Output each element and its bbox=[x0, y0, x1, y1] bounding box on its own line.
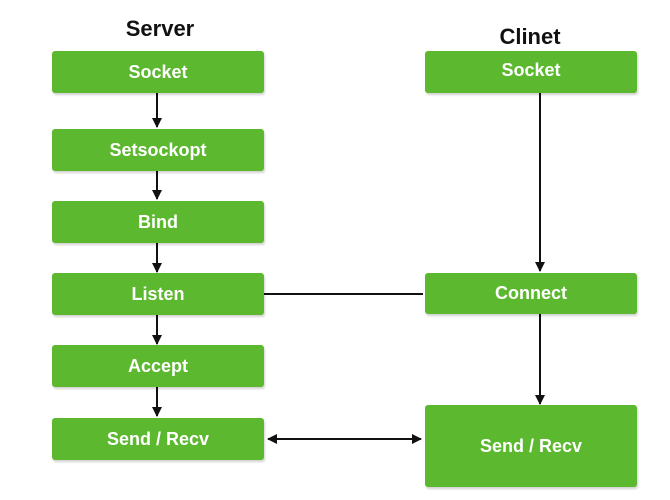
server-setsockopt-box: Setsockopt bbox=[52, 129, 264, 171]
server-heading: Server bbox=[125, 16, 195, 41]
server-accept-box: Accept bbox=[52, 345, 264, 387]
client-connect-box: Connect bbox=[425, 273, 637, 314]
client-socket-box: Socket bbox=[425, 51, 637, 93]
server-socket-box: Socket bbox=[52, 51, 264, 93]
client-heading: Clinet bbox=[499, 24, 561, 49]
server-listen-box: Listen bbox=[52, 273, 264, 315]
server-bind-box: Bind bbox=[52, 201, 264, 243]
client-send-recv-box: Send / Recv bbox=[425, 405, 637, 487]
server-send-recv-box: Send / Recv bbox=[52, 418, 264, 460]
